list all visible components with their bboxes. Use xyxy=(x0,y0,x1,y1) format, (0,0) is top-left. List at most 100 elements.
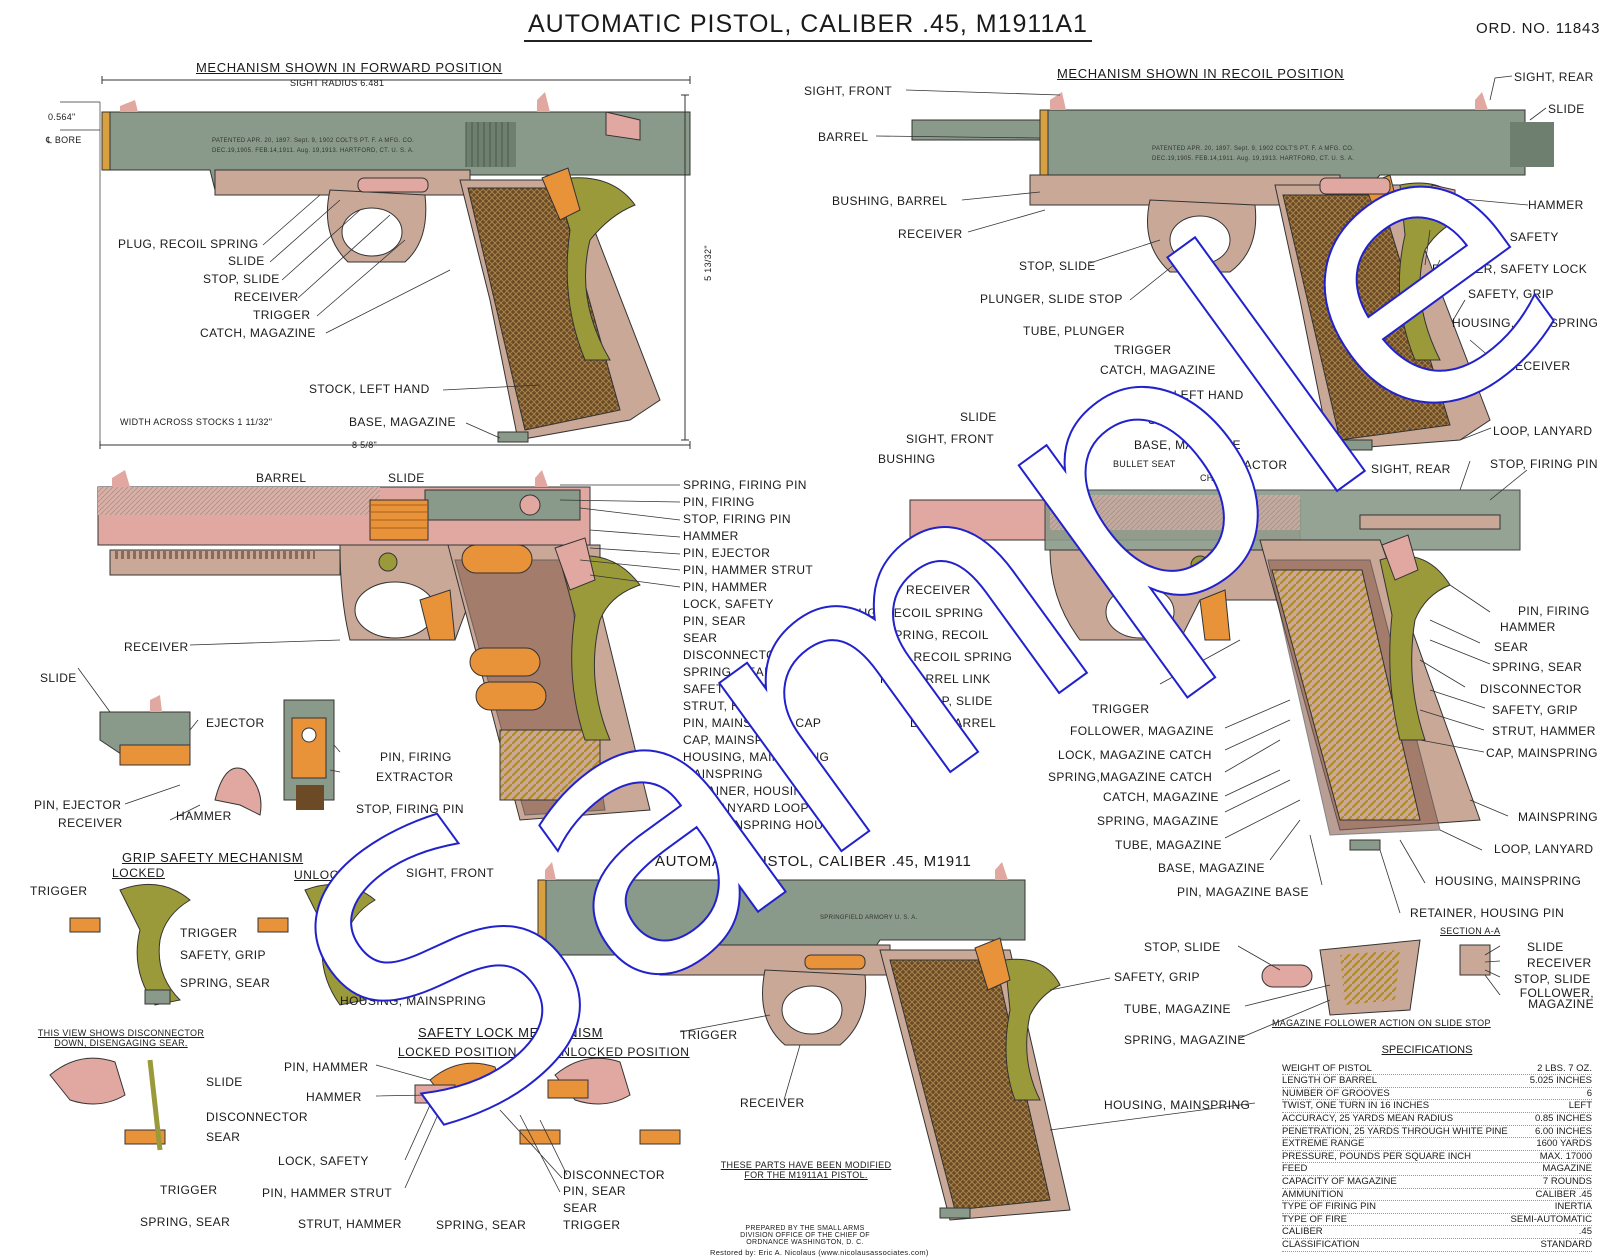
label-slide-dc: SLIDE xyxy=(206,1075,243,1089)
sight-radius-label: SIGHT RADIUS 6.481 xyxy=(290,78,385,88)
label-extractor-rc: EXTRACTOR xyxy=(1210,458,1288,472)
label-bushing-rc: BUSHING xyxy=(878,452,936,466)
spec-value: STANDARD xyxy=(1540,1238,1592,1250)
detail-slide-ejector xyxy=(99,695,335,816)
spec-row: TYPE OF FIRE SEMI-AUTOMATIC xyxy=(1282,1214,1592,1227)
label-trigger-r: TRIGGER xyxy=(1114,343,1172,357)
spec-value: 6 xyxy=(1586,1087,1592,1099)
bore-offset-label: 0.564" xyxy=(48,112,76,122)
label-spring-firing-pin: SPRING, FIRING PIN xyxy=(683,478,807,492)
label-pin-firing: PIN, FIRING xyxy=(683,495,755,509)
length-dimension: 8 5/8" xyxy=(352,440,378,450)
label-slide-rc: SLIDE xyxy=(960,410,997,424)
engraving-recoil-2: DEC.19,1905. FEB.14,1911. Aug. 19,1913. … xyxy=(1152,156,1355,162)
spec-value: 1600 YARDS xyxy=(1536,1138,1592,1150)
restored-by: Restored by: Eric A. Nicolaus (www.nicol… xyxy=(710,1248,929,1257)
spec-value: CALIBER .45 xyxy=(1535,1188,1593,1200)
label-base-magazine-rc: BASE, MAGAZINE xyxy=(1158,861,1265,875)
label-stock-left-hand-r: STOCK, LEFT HAND xyxy=(1123,388,1244,402)
label-hammer-d: HAMMER xyxy=(176,809,232,823)
label-receiver-c: RECEIVER xyxy=(124,640,189,654)
label-strut-hammer-c: STRUT, HAMMER xyxy=(683,699,787,713)
label-plug-recoil-spring: PLUG, RECOIL SPRING xyxy=(118,237,259,251)
spec-row: CALIBER.45 xyxy=(1282,1226,1592,1239)
label-receiver-aa: RECEIVER xyxy=(1527,956,1592,970)
modified-note: THESE PARTS HAVE BEEN MODIFIED FOR THE M… xyxy=(720,1160,892,1180)
detail-magazine-follower xyxy=(1261,939,1491,1016)
engraving-left-1: PATENTED APR. 20, 1897. Sept. 9, 1902 CO… xyxy=(212,138,415,144)
label-safety-grip-m: SAFETY, GRIP xyxy=(1114,970,1200,984)
spec-row: EXTREME RANGE 1600 YARDS xyxy=(1282,1138,1592,1151)
spec-value: MAGAZINE xyxy=(1542,1163,1592,1175)
label-slide-r: SLIDE xyxy=(1548,102,1585,116)
spec-name: TWIST, ONE TURN IN 16 INCHES xyxy=(1282,1100,1430,1112)
label-disconnector-dc: DISCONNECTOR xyxy=(206,1110,308,1124)
disconnector-note: THIS VIEW SHOWS DISCONNECTOR DOWN, DISEN… xyxy=(37,1028,205,1048)
label-spring-magazine-catch: SPRING,MAGAZINE CATCH xyxy=(1048,770,1213,784)
label-trigger-g2: TRIGGER xyxy=(180,926,238,940)
label-lock-safety-c: LOCK, SAFETY xyxy=(683,597,774,611)
label-strut-hammer-rc: STRUT, HAMMER xyxy=(1492,724,1596,738)
label-housing-mainspring-c: HOUSING, MAINSPRING xyxy=(683,750,830,764)
label-base-magazine: BASE, MAGAZINE xyxy=(349,415,456,429)
label-disconnector-rc: DISCONNECTOR xyxy=(1480,682,1582,696)
label-sear-s: SEAR xyxy=(563,1201,598,1215)
label-spring-magazine-mf: SPRING, MAGAZINE xyxy=(1124,1033,1246,1047)
pistol-cutaway-forward xyxy=(97,470,651,821)
label-stop-firing-pin: STOP, FIRING PIN xyxy=(683,512,791,526)
label-follower-magazine: FOLLOWER, MAGAZINE xyxy=(1070,724,1214,738)
grip-unlocked-label: UNLOCKED xyxy=(294,868,366,882)
label-stock-r: STOCK xyxy=(1148,413,1192,427)
label-mainspring-rc: MAINSPRING xyxy=(1518,810,1599,824)
spec-name: TYPE OF FIRE xyxy=(1282,1213,1347,1225)
label-sear-rc: SEAR xyxy=(1494,640,1529,654)
spec-name: PENETRATION, 25 YARDS THROUGH WHITE PINE xyxy=(1282,1125,1508,1137)
section-aa-label: SECTION A-A xyxy=(1440,926,1501,936)
detail-disconnector-safety-lock xyxy=(49,1057,681,1151)
label-safety-grip-c: SAFETY, GRIP xyxy=(683,682,769,696)
label-tube-magazine: TUBE, MAGAZINE xyxy=(1115,838,1222,852)
spec-name: EXTREME RANGE xyxy=(1282,1138,1365,1150)
spec-name: NUMBER OF GROOVES xyxy=(1282,1087,1390,1099)
label-sight-front-rc: SIGHT, FRONT xyxy=(906,432,995,446)
label-strut-hammer-s: STRUT, HAMMER xyxy=(298,1217,402,1231)
spec-row: PENETRATION, 25 YARDS THROUGH WHITE PINE… xyxy=(1282,1126,1592,1139)
label-lock-magazine-catch: LOCK, MAGAZINE CATCH xyxy=(1058,748,1212,762)
label-retainer-housing-pin-rc: RETAINER, HOUSING PIN xyxy=(1410,906,1565,920)
label-lock-safety-s: LOCK, SAFETY xyxy=(278,1154,369,1168)
label-pin-firing-rc: PIN, FIRING xyxy=(1518,604,1590,618)
label-loop-lanyard-rc: LOOP, LANYARD xyxy=(1494,842,1594,856)
spec-name: CAPACITY OF MAGAZINE xyxy=(1282,1175,1397,1187)
label-barrel: BARREL xyxy=(818,130,869,144)
label-spring-recoil: SPRING, RECOIL xyxy=(886,628,989,642)
label-stop-slide-aa: STOP, SLIDE xyxy=(1514,972,1591,986)
label-pin-lanyard-loop: PIN, LANYARD LOOP xyxy=(683,801,809,815)
m1911-title: AUTOMATIC PISTOL, CALIBER .45, M1911 xyxy=(655,853,972,870)
engraving-left-2: DEC.19,1905. FEB.14,1911. Aug. 19,1913. … xyxy=(212,148,415,154)
leader-lines xyxy=(77,75,1547,1193)
spec-name: AMMUNITION xyxy=(1282,1188,1344,1200)
spec-value: LEFT xyxy=(1568,1100,1592,1112)
label-extractor-d: EXTRACTOR xyxy=(376,770,454,784)
label-pin-sear-s: PIN, SEAR xyxy=(563,1184,626,1198)
forward-section-title: MECHANISM SHOWN IN FORWARD POSITION xyxy=(196,60,503,75)
label-follower-magazine-aa: FOLLOWER, MAGAZINE xyxy=(1519,986,1594,1011)
label-receiver-r: RECEIVER xyxy=(898,227,963,241)
spec-value: 0.85 INCHES xyxy=(1534,1112,1592,1124)
height-dimension: 5 13/32" xyxy=(702,245,713,281)
spec-value: SEMI-AUTOMATIC xyxy=(1510,1213,1592,1225)
label-sear-dc: SEAR xyxy=(206,1130,241,1144)
label-link-barrel: LINK, BARREL xyxy=(910,716,997,730)
label-bullet-seat: BULLET SEAT xyxy=(1113,459,1176,469)
label-barrel-c: BARREL xyxy=(256,471,307,485)
bore-label: ℄ BORE xyxy=(46,135,82,145)
label-stop-firing-pin-rc: STOP, FIRING PIN xyxy=(1490,457,1598,471)
label-stop-slide-rc: STOP, SLIDE xyxy=(916,694,993,708)
ord-number: ORD. NO. 11843 xyxy=(1476,20,1601,37)
